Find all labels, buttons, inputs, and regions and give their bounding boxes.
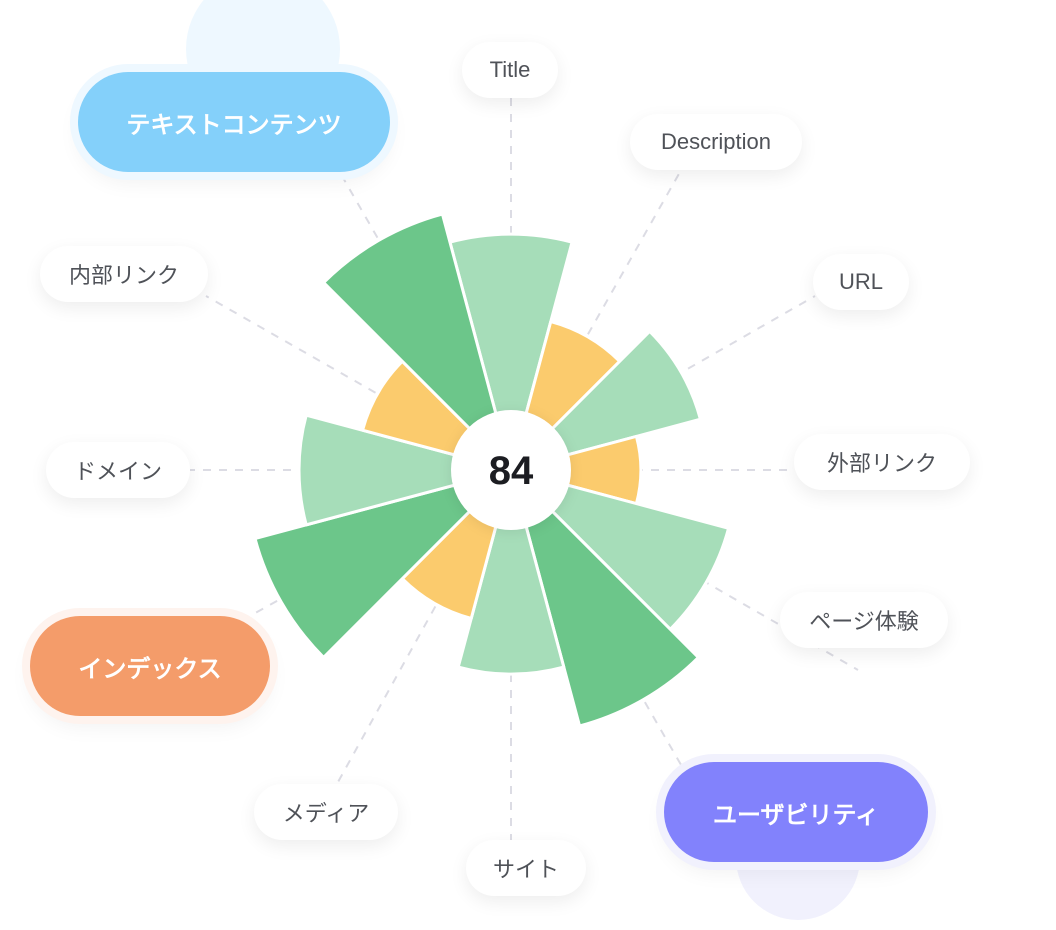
label-page-experience[interactable]: ページ体験 [780, 592, 948, 648]
label-text: サイト [492, 857, 559, 882]
chart-wedge [509, 468, 731, 631]
center-circle [451, 410, 571, 530]
label-url[interactable]: URL [813, 254, 909, 310]
category-text-content[interactable]: テキストコンテンツ [78, 72, 390, 172]
chart-wedge [322, 212, 513, 472]
category-usability[interactable]: ユーザビリティ [664, 762, 928, 862]
category-index[interactable]: インデックス [30, 616, 270, 716]
label-text: 内部リンク [68, 263, 179, 288]
label-text: ドメイン [73, 459, 162, 484]
chart-wedge [456, 468, 566, 676]
label-text: Description [660, 129, 772, 154]
label-text: URL [838, 269, 883, 294]
label-text: インデックス [78, 655, 222, 683]
label-text: メディア [282, 801, 370, 826]
label-description[interactable]: Description [630, 114, 802, 170]
chart-wedge [253, 468, 513, 659]
label-text: 外部リンク [826, 451, 937, 476]
chart-wedge [448, 232, 574, 472]
label-domain[interactable]: ドメイン [46, 442, 190, 498]
label-text: ページ体験 [809, 609, 919, 634]
label-external-links[interactable]: 外部リンク [794, 434, 970, 490]
label-internal-links[interactable]: 内部リンク [40, 246, 208, 302]
label-site[interactable]: サイト [466, 840, 586, 896]
label-text: テキストコンテンツ [126, 111, 342, 139]
label-media[interactable]: メディア [254, 784, 398, 840]
label-title[interactable]: Title [462, 42, 558, 98]
label-text: Title [489, 57, 531, 82]
center-score: 84 [489, 449, 534, 493]
chart-wedges [253, 212, 731, 728]
chart-wedge [509, 468, 700, 728]
label-text: ユーザビリティ [712, 801, 880, 829]
chart-wedge [297, 413, 513, 527]
